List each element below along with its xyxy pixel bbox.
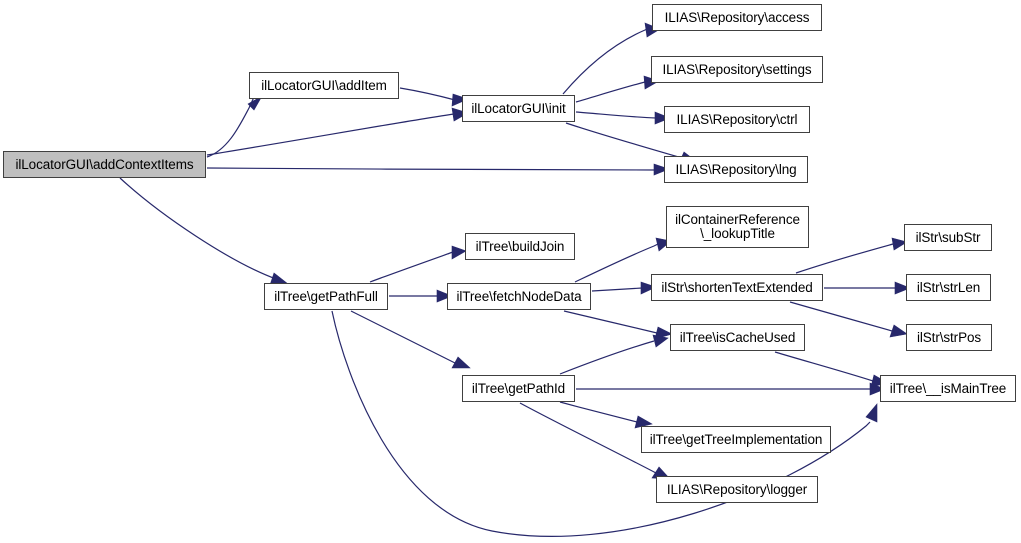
graph-node-addContextItems[interactable]: ilLocatorGUI\addContextItems (3, 151, 206, 178)
graph-node-getTreeImplementation[interactable]: ilTree\getTreeImplementation (641, 426, 831, 453)
graph-node-init[interactable]: ilLocatorGUI\init (462, 95, 575, 122)
edge-addContextItems-to-init (206, 113, 455, 156)
edge-getPathFull-to-buildJoin (369, 251, 454, 283)
arrowhead-getPathFull-to-isMainTree (865, 403, 878, 423)
edge-init-to-access (562, 28, 648, 95)
edge-fetchNodeData-to-lookupTitle (574, 243, 659, 283)
arrowhead-getPathId-to-isCacheUsed (652, 334, 669, 348)
graph-node-addItem[interactable]: ilLocatorGUI\addItem (249, 72, 399, 99)
edge-addContextItems-to-getPathFull (119, 177, 277, 280)
arrowhead-getPathFull-to-buildJoin (451, 245, 467, 260)
edge-init-to-ctrl (575, 111, 657, 119)
graph-node-logger[interactable]: ILIAS\Repository\logger (656, 476, 818, 503)
graph-node-lng[interactable]: ILIAS\Repository\lng (664, 156, 808, 183)
graph-node-settings[interactable]: ILIAS\Repository\settings (651, 56, 823, 83)
graph-node-label: ilLocatorGUI\init (471, 100, 566, 116)
arrowhead-shortenTextExtended-to-strPos (889, 324, 908, 338)
graph-node-label: ilTree\getPathId (471, 380, 566, 396)
graph-node-subStr[interactable]: ilStr\subStr (904, 224, 992, 251)
graph-node-label: ILIAS\Repository\logger (666, 481, 808, 497)
graph-node-label: ilContainerReference \_lookupTitle (675, 212, 800, 241)
edge-getPathId-to-isCacheUsed (559, 340, 655, 375)
graph-node-strLen[interactable]: ilStr\strLen (906, 274, 991, 301)
graph-node-label: ilStr\strLen (916, 279, 981, 295)
graph-node-label: ilTree\buildJoin (475, 238, 565, 254)
edge-addContextItems-to-lng (206, 167, 656, 171)
graph-node-isCacheUsed[interactable]: ilTree\isCacheUsed (670, 324, 805, 351)
graph-node-label: ilTree\getPathFull (274, 288, 378, 304)
graph-node-label: ILIAS\Repository\settings (662, 61, 812, 77)
edge-addContextItems-to-addItem (206, 96, 255, 158)
edge-getPathFull-to-getPathId (350, 310, 456, 364)
graph-node-label: ilStr\shortenTextExtended (661, 279, 813, 295)
edge-addItem-to-init (399, 87, 456, 101)
graph-node-label: ilTree\__isMainTree (889, 380, 1007, 396)
edge-shortenTextExtended-to-strPos (789, 301, 893, 332)
graph-node-label: ilStr\subStr (915, 229, 981, 245)
graph-node-fetchNodeData[interactable]: ilTree\fetchNodeData (447, 283, 591, 310)
graph-node-label: ilStr\strPos (916, 329, 982, 345)
edge-getPathId-to-getTreeImplementation (559, 401, 638, 423)
edge-getPathId-to-logger (519, 402, 657, 474)
graph-node-label: ILIAS\Repository\lng (675, 161, 797, 177)
graph-node-isMainTree[interactable]: ilTree\__isMainTree (880, 375, 1016, 402)
graph-node-lookupTitle[interactable]: ilContainerReference \_lookupTitle (666, 206, 809, 248)
graph-node-buildJoin[interactable]: ilTree\buildJoin (465, 233, 575, 260)
edge-init-to-settings (575, 81, 646, 103)
edge-isCacheUsed-to-isMainTree (774, 351, 874, 382)
graph-node-label: ilTree\isCacheUsed (679, 329, 796, 345)
edge-shortenTextExtended-to-subStr (795, 243, 894, 274)
graph-node-shortenTextExtended[interactable]: ilStr\shortenTextExtended (651, 274, 823, 301)
graph-node-access[interactable]: ILIAS\Repository\access (652, 4, 822, 31)
arrowhead-getPathFull-to-getPathId (451, 356, 471, 369)
graph-node-label: ilLocatorGUI\addContextItems (15, 156, 194, 172)
graph-node-getPathFull[interactable]: ilTree\getPathFull (264, 283, 388, 310)
edge-fetchNodeData-to-shortenTextExtended (591, 287, 643, 292)
graph-node-getPathId[interactable]: ilTree\getPathId (462, 375, 575, 402)
graph-node-ctrl[interactable]: ILIAS\Repository\ctrl (664, 106, 810, 133)
graph-node-label: ILIAS\Repository\access (664, 9, 810, 25)
graph-node-label: ILIAS\Repository\ctrl (676, 111, 798, 127)
edge-fetchNodeData-to-isCacheUsed (563, 310, 658, 334)
graph-node-label: ilLocatorGUI\addItem (261, 77, 387, 93)
graph-node-strPos[interactable]: ilStr\strPos (906, 324, 992, 351)
graph-node-label: ilTree\fetchNodeData (456, 288, 582, 304)
graph-node-label: ilTree\getTreeImplementation (649, 431, 823, 447)
